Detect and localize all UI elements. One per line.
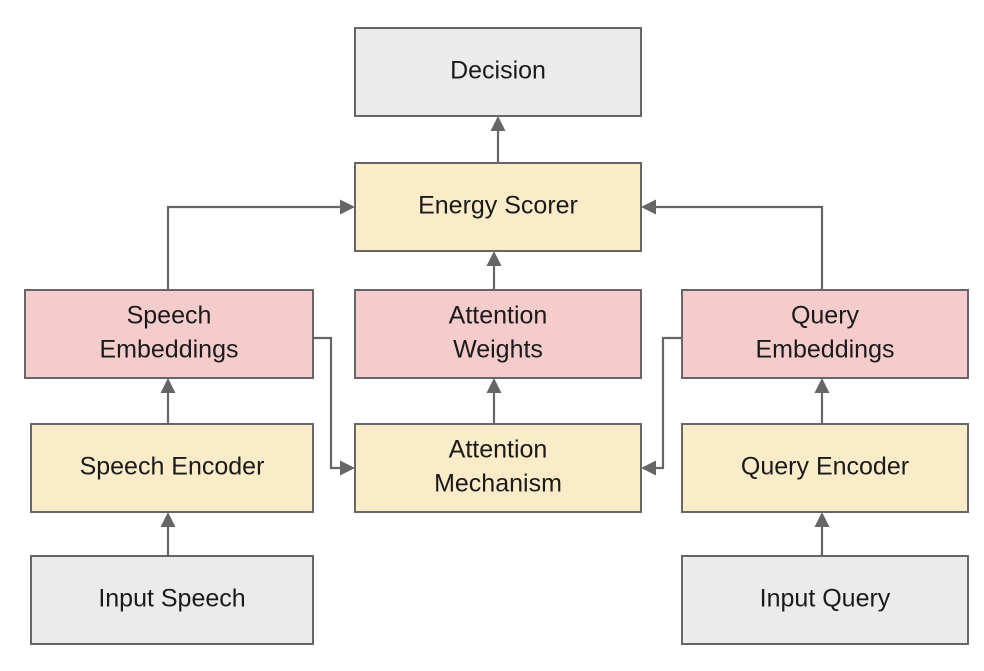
node-query-encoder[interactable]: Query Encoder	[681, 423, 969, 513]
edges-layer	[160, 116, 830, 556]
node-query-encoder-box[interactable]	[681, 423, 969, 513]
edge-speechemb-to-attnmech-arrowhead-icon	[340, 460, 355, 476]
edge-speechemb-to-attnmech	[313, 336, 355, 476]
node-energy-scorer[interactable]: Energy Scorer	[354, 162, 642, 252]
node-input-speech-box[interactable]	[30, 555, 314, 645]
edge-energy-to-decision-arrowhead-icon	[490, 116, 506, 131]
node-attention-weights-label: Weights	[453, 336, 543, 364]
edge-attnmech-to-attnweights-arrowhead-icon	[486, 378, 502, 393]
node-attention-weights-box[interactable]	[354, 289, 642, 379]
edge-energy-to-decision	[490, 116, 506, 163]
node-decision[interactable]: Decision	[354, 27, 642, 117]
node-speech-encoder-label: Speech Encoder	[80, 453, 265, 481]
node-energy-scorer-label: Energy Scorer	[418, 192, 578, 220]
edge-queryemb-to-attnmech	[641, 336, 682, 476]
edge-speechemb-to-energy-line	[166, 205, 347, 290]
node-attention-mechanism-label: Mechanism	[434, 470, 562, 498]
node-input-query-box[interactable]	[681, 555, 969, 645]
edge-queryemb-to-attnmech-line	[649, 336, 682, 470]
node-query-embeddings-label: Query	[791, 302, 860, 330]
edge-inputquery-to-queryenc-arrowhead-icon	[814, 512, 830, 527]
edge-attnmech-to-attnweights	[486, 378, 502, 424]
edge-speechenc-to-speechemb	[160, 378, 176, 424]
edge-inputspeech-to-speechenc	[160, 512, 176, 556]
edge-queryemb-to-energy	[641, 199, 824, 290]
node-input-speech-label: Input Speech	[98, 585, 245, 613]
node-attention-weights-label: Attention	[449, 302, 548, 330]
edge-speechemb-to-energy	[166, 199, 355, 290]
node-speech-encoder-box[interactable]	[30, 423, 314, 513]
edge-queryenc-to-queryemb-arrowhead-icon	[814, 378, 830, 393]
node-speech-embeddings-box[interactable]	[24, 289, 314, 379]
node-input-query[interactable]: Input Query	[681, 555, 969, 645]
edge-speechenc-to-speechemb-arrowhead-icon	[160, 378, 176, 393]
edge-attnweights-to-energy-arrowhead-icon	[486, 251, 502, 266]
node-attention-mechanism-box[interactable]	[354, 423, 642, 513]
edge-speechemb-to-attnmech-line	[313, 336, 347, 470]
edge-queryemb-to-energy-arrowhead-icon	[641, 199, 656, 215]
edge-queryemb-to-attnmech-arrowhead-icon	[641, 460, 656, 476]
edge-queryemb-to-energy-line	[649, 205, 824, 290]
node-query-embeddings-box[interactable]	[681, 289, 969, 379]
edge-speechemb-to-energy-arrowhead-icon	[340, 199, 355, 215]
edge-inputquery-to-queryenc	[814, 512, 830, 556]
node-decision-label: Decision	[450, 57, 546, 85]
node-speech-encoder[interactable]: Speech Encoder	[30, 423, 314, 513]
edge-queryenc-to-queryemb	[814, 378, 830, 424]
edge-attnweights-to-energy	[486, 251, 502, 290]
edge-inputspeech-to-speechenc-arrowhead-icon	[160, 512, 176, 527]
node-decision-box[interactable]	[354, 27, 642, 117]
node-speech-embeddings-label: Embeddings	[100, 336, 239, 364]
node-energy-scorer-box[interactable]	[354, 162, 642, 252]
node-query-embeddings-label: Embeddings	[756, 336, 895, 364]
node-speech-embeddings-label: Speech	[127, 302, 212, 330]
node-query-encoder-label: Query Encoder	[741, 453, 909, 481]
node-input-speech[interactable]: Input Speech	[30, 555, 314, 645]
node-input-query-label: Input Query	[760, 585, 891, 613]
node-attention-mechanism-label: Attention	[449, 436, 548, 464]
